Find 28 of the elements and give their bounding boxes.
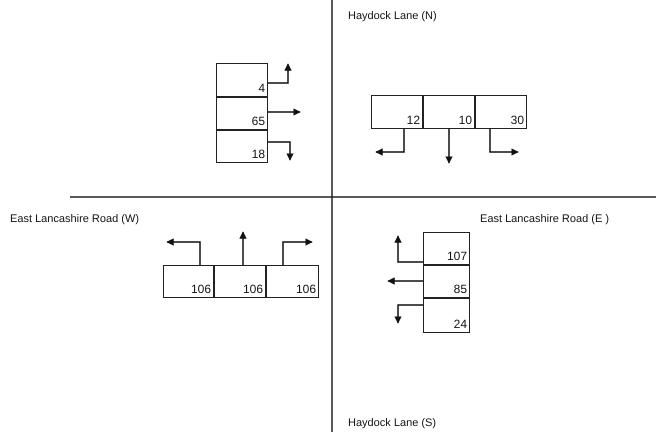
turn-arrow (387, 277, 423, 285)
turn-arrow (282, 238, 313, 265)
turn-arrow (268, 141, 294, 161)
count-cell: 106 (163, 265, 214, 298)
turn-arrow (239, 231, 247, 265)
turn-arrow (268, 63, 292, 84)
count-cell: 65 (216, 97, 268, 130)
road-name: Haydock Lane (N) (348, 10, 437, 23)
count-cell: 106 (266, 265, 319, 298)
road-name: East Lancashire Road (W) (10, 213, 139, 226)
road-name: Haydock Lane (S) (348, 417, 436, 430)
count-cell: 12 (371, 95, 423, 129)
turn-arrow (394, 304, 423, 324)
count-cell: 106 (214, 265, 266, 298)
turn-arrow (445, 129, 453, 164)
road-name: East Lancashire Road (E ) (480, 213, 610, 226)
count-cell: 30 (475, 95, 527, 129)
turn-arrow (489, 129, 519, 156)
count-cell: 4 (216, 63, 268, 97)
turn-arrow (268, 108, 301, 116)
count-cell: 10 (423, 95, 475, 129)
turn-arrow (394, 235, 423, 263)
count-cell: 107 (423, 232, 470, 265)
count-cell: 24 (423, 298, 470, 333)
turn-arrow (166, 238, 201, 265)
count-cell: 85 (423, 265, 470, 298)
turn-arrow (375, 129, 405, 156)
count-cell: 18 (216, 130, 268, 163)
